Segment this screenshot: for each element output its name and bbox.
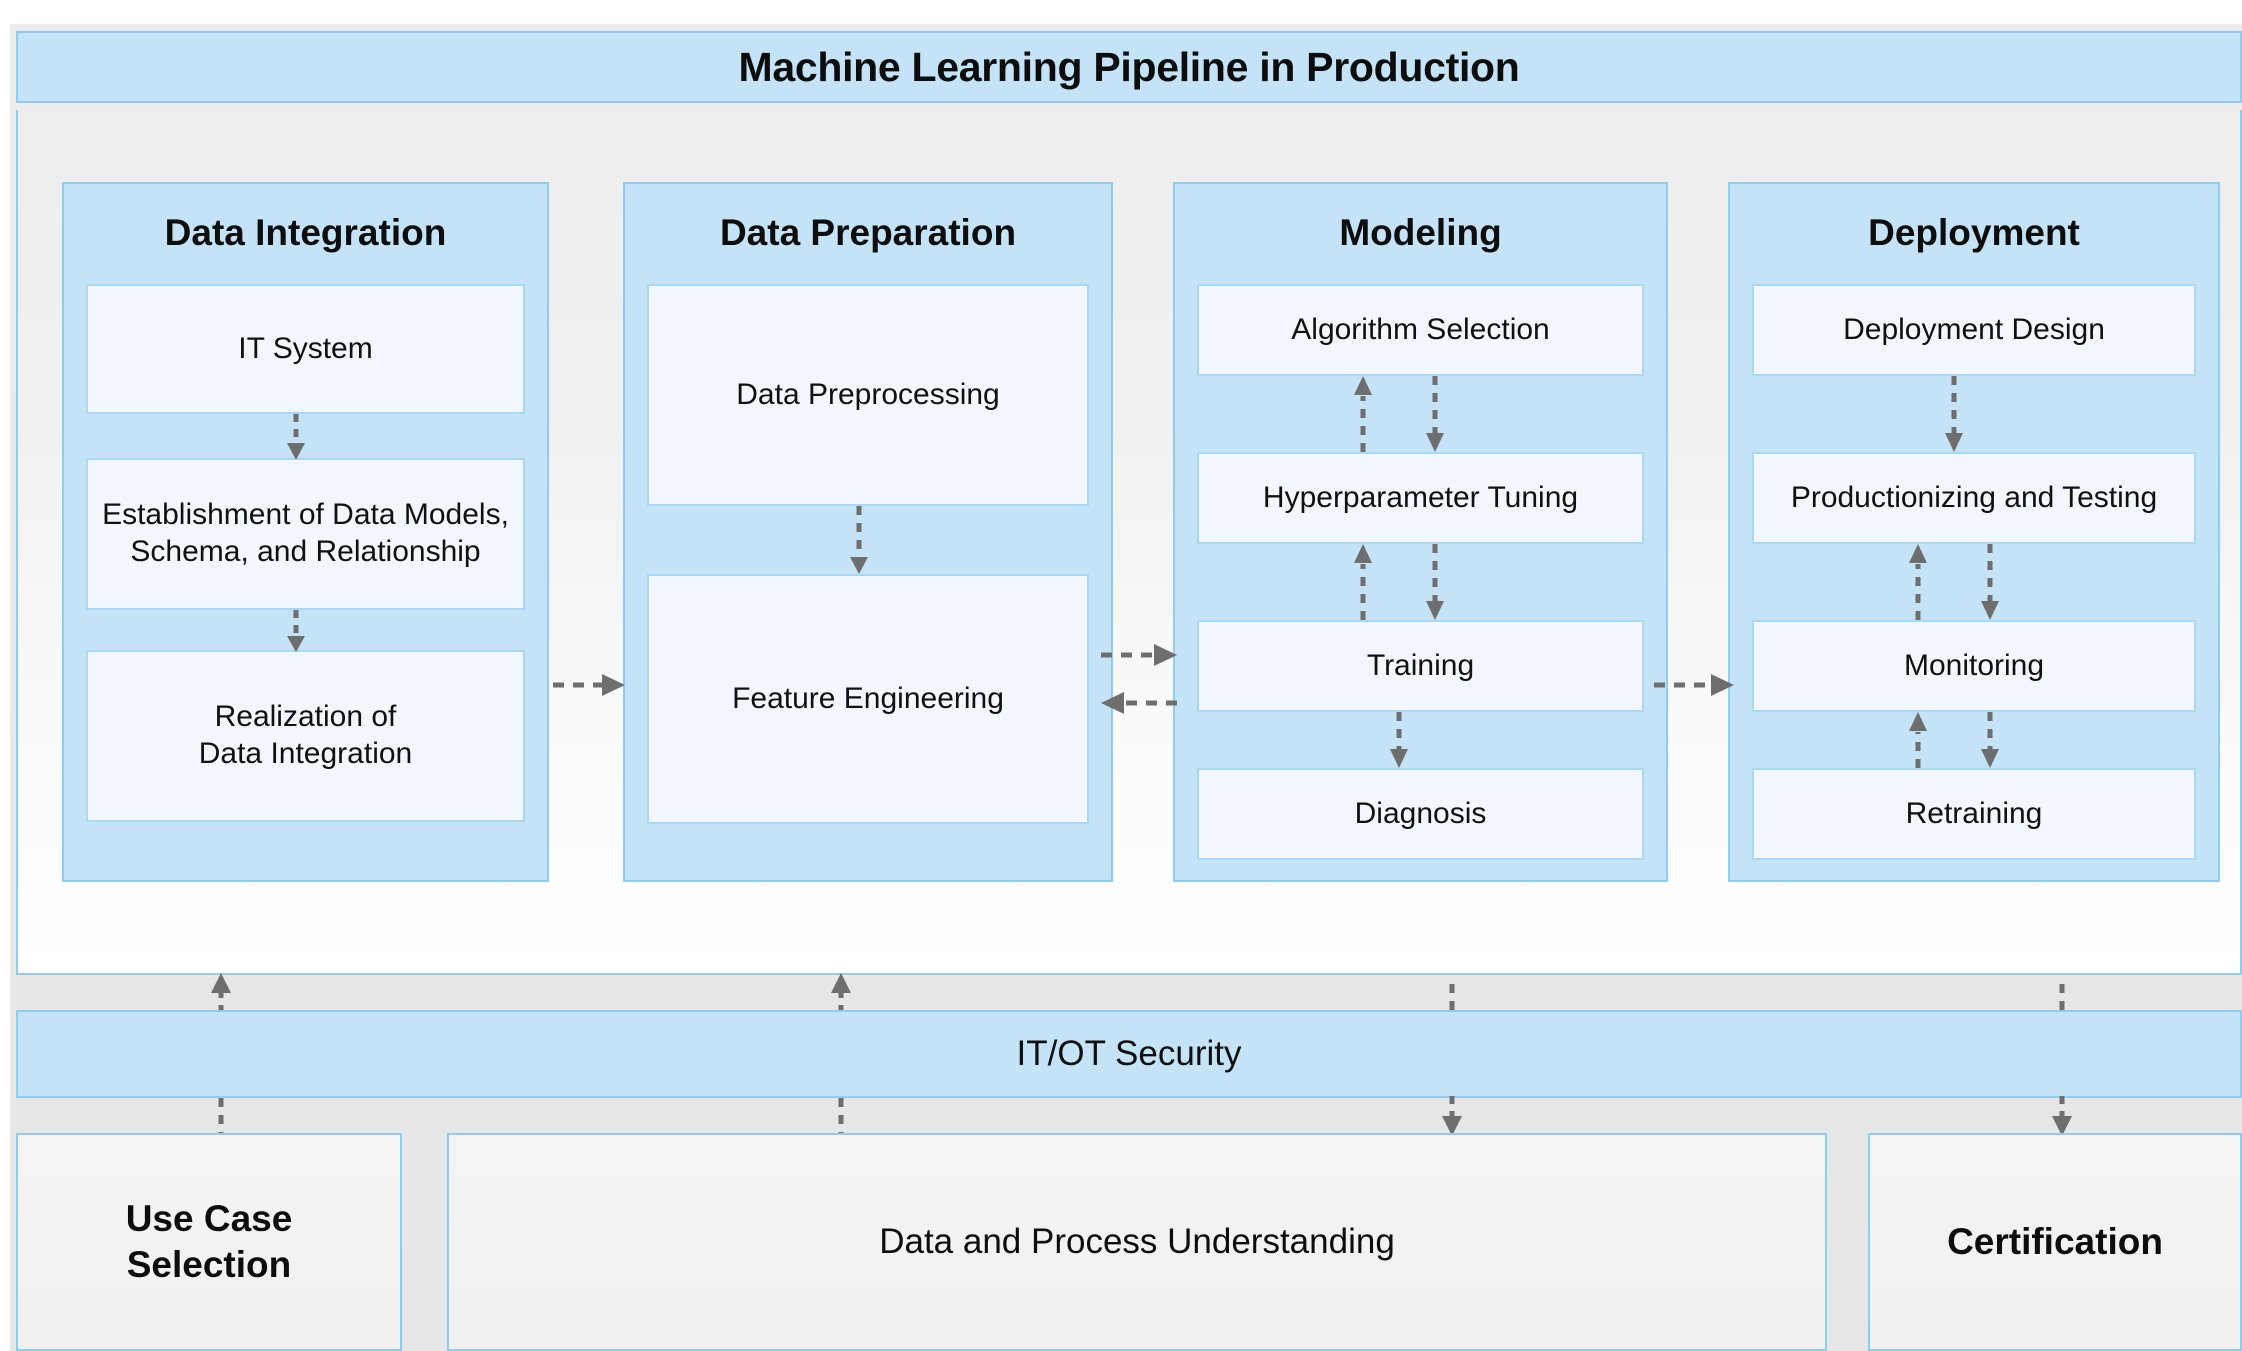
stage-deployment[interactable]: Deployment Deployment Design Productioni…	[1728, 182, 2220, 882]
step-data-preprocessing[interactable]: Data Preprocessing	[647, 284, 1089, 506]
arrow-modeling-to-deployment	[1654, 670, 1734, 700]
stage-modeling[interactable]: Modeling Algorithm Selection Hyperparame…	[1173, 182, 1668, 882]
step-algorithm-selection[interactable]: Algorithm Selection	[1197, 284, 1644, 376]
arrow-productionizing-to-monitoring-down	[1978, 544, 2002, 620]
arrow-establishment-to-realization	[284, 610, 308, 652]
arrow-deployment-design-to-productionizing	[1942, 376, 1966, 452]
step-retraining[interactable]: Retraining	[1752, 768, 2196, 860]
security-bar[interactable]: IT/OT Security	[16, 1010, 2242, 1098]
arrow-security-to-understanding-left	[829, 1098, 853, 1133]
stage-title-deployment: Deployment	[1868, 212, 2080, 253]
arrow-data-integration-to-security	[209, 973, 233, 1013]
arrow-training-to-diagnosis	[1387, 712, 1411, 768]
bottom-box-data-and-process-understanding[interactable]: Data and Process Understanding	[447, 1133, 1827, 1351]
step-diagnosis[interactable]: Diagnosis	[1197, 768, 1644, 860]
arrow-integration-to-preparation	[553, 670, 625, 700]
arrow-security-to-certification	[2050, 1096, 2074, 1136]
arrow-security-to-understanding-right	[1440, 1096, 1464, 1136]
arrow-deployment-to-security	[2050, 977, 2074, 1010]
arrow-monitoring-to-productionizing-up	[1906, 544, 1930, 620]
step-monitoring[interactable]: Monitoring	[1752, 620, 2196, 712]
step-it-system[interactable]: IT System	[86, 284, 525, 414]
arrow-modeling-to-preparation	[1101, 688, 1177, 718]
arrow-hyperparameter-to-algorithm-up	[1351, 376, 1375, 452]
connector-band-upper	[16, 973, 2242, 1013]
arrow-monitoring-to-retraining-down	[1978, 712, 2002, 768]
arrow-algorithm-to-hyperparameter-down	[1423, 376, 1447, 452]
step-training[interactable]: Training	[1197, 620, 1644, 712]
arrow-modeling-to-security	[1440, 977, 1464, 1010]
arrow-data-preparation-to-security	[829, 973, 853, 1013]
diagram-title: Machine Learning Pipeline in Production	[738, 43, 1520, 90]
diagram-title-bar: Machine Learning Pipeline in Production	[16, 31, 2242, 103]
arrow-retraining-to-monitoring-up	[1906, 712, 1930, 768]
step-feature-engineering[interactable]: Feature Engineering	[647, 574, 1089, 824]
stage-title-data-integration: Data Integration	[164, 212, 447, 253]
arrow-it-system-to-establishment	[284, 414, 308, 460]
security-bar-label: IT/OT Security	[1016, 1034, 1242, 1073]
step-deployment-design[interactable]: Deployment Design	[1752, 284, 2196, 376]
stage-data-preparation[interactable]: Data Preparation Data Preprocessing Feat…	[623, 182, 1113, 882]
stage-title-modeling: Modeling	[1339, 212, 1502, 253]
step-hyperparameter-tuning[interactable]: Hyperparameter Tuning	[1197, 452, 1644, 544]
bottom-box-certification[interactable]: Certification	[1868, 1133, 2242, 1351]
arrow-security-to-use-case-selection	[209, 1098, 233, 1133]
arrow-training-to-hyperparameter-up	[1351, 544, 1375, 620]
stage-data-integration[interactable]: Data Integration IT System Establishment…	[62, 182, 549, 882]
stage-title-data-preparation: Data Preparation	[719, 212, 1017, 253]
arrow-preprocessing-to-feature-engineering	[847, 506, 871, 574]
arrow-hyperparameter-to-training-down	[1423, 544, 1447, 620]
stage-layer: Data Integration IT System Establishment…	[16, 110, 2242, 975]
step-productionizing-and-testing[interactable]: Productionizing and Testing	[1752, 452, 2196, 544]
connector-band-lower	[16, 1096, 2242, 1136]
step-establishment-of-data-models[interactable]: Establishment of Data Models, Schema, an…	[86, 458, 525, 610]
arrow-preparation-to-modeling	[1101, 640, 1177, 670]
